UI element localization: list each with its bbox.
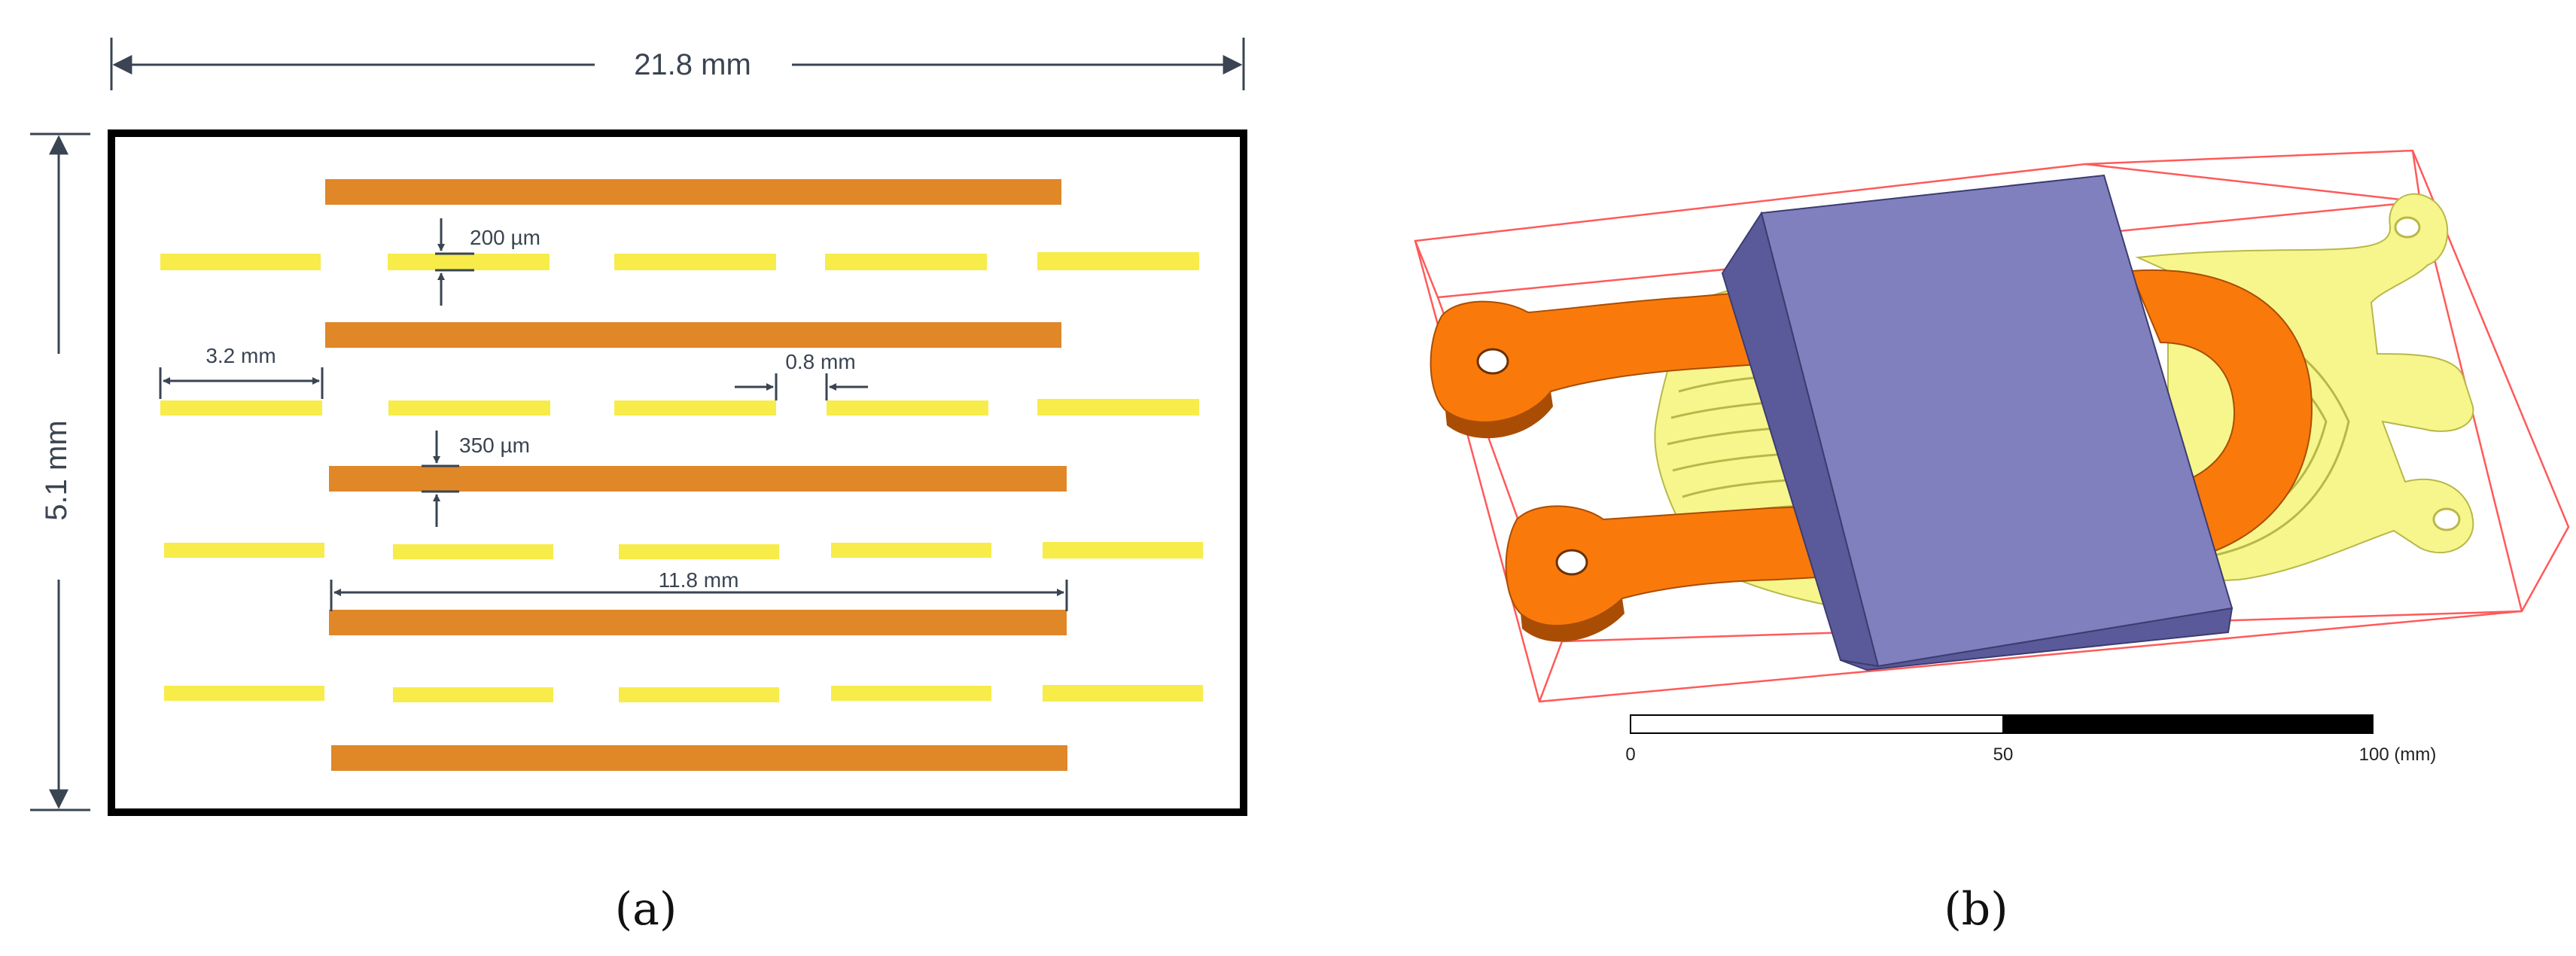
orange-strips — [325, 179, 1067, 771]
yellow-strip — [164, 686, 324, 701]
yellow-strip — [393, 544, 553, 559]
yellow-length-dimension — [159, 367, 324, 399]
yellow-strips — [160, 252, 1203, 702]
yellow-strip — [388, 254, 550, 270]
terminal-hole — [1476, 348, 1509, 375]
substrate-frame — [108, 129, 1247, 816]
yellow-strip — [160, 254, 321, 270]
yellow-strip — [827, 400, 988, 416]
yellow-strip — [164, 543, 324, 558]
yellow-strip — [614, 400, 776, 416]
terminal-hole — [2432, 507, 2461, 531]
yellow-strip — [1043, 542, 1203, 559]
gap-dimension — [735, 373, 868, 400]
yellow-strip — [160, 400, 322, 416]
orange-thickness-dimension — [422, 431, 459, 527]
yellow-strip — [619, 544, 779, 559]
orange-strip — [325, 179, 1061, 205]
orange-strip — [331, 745, 1067, 771]
total-width-label: 21.8 mm — [634, 48, 751, 81]
yellow-terminal-holes — [2394, 216, 2461, 531]
core-front-face — [1840, 607, 2233, 671]
yellow-strip — [1043, 685, 1203, 702]
total-width-dimension — [110, 38, 1245, 90]
yellow-strip — [388, 400, 550, 416]
yellow-strip — [393, 687, 553, 702]
orange-strip — [325, 322, 1061, 348]
panel-b: 0 50 100 (mm) (b) — [1414, 149, 2570, 936]
yellow-thickness-dimension — [435, 218, 474, 306]
orange-length-dimension — [330, 580, 1068, 611]
total-height-dimension — [30, 132, 90, 811]
terminal-hole — [1555, 549, 1588, 576]
scale-bar: 0 50 100 (mm) — [1625, 714, 2437, 765]
orange-thickness-label: 350 µm — [459, 434, 530, 457]
total-height-label: 5.1 mm — [40, 420, 73, 520]
scale-bar-white-segment — [1630, 714, 2004, 734]
yellow-strip — [619, 687, 779, 702]
gap-label: 0.8 mm — [785, 350, 855, 373]
yellow-length-label: 3.2 mm — [206, 344, 276, 367]
scale-bar-black-segment — [2002, 714, 2374, 734]
magnetic-core — [1721, 174, 2233, 671]
yellow-strip — [614, 254, 776, 270]
panel-a-caption: (a) — [615, 883, 677, 936]
scale-tick-50: 50 — [1993, 744, 2014, 765]
scale-tick-0: 0 — [1625, 744, 1635, 765]
scale-tick-100: 100 (mm) — [2359, 744, 2437, 765]
orange-terminal-holes — [1476, 348, 1588, 576]
yellow-thickness-label: 200 µm — [470, 226, 540, 249]
orange-length-label: 11.8 mm — [659, 568, 739, 592]
orange-strip — [329, 466, 1067, 492]
yellow-strip — [1037, 399, 1199, 416]
yellow-strip — [831, 543, 991, 558]
yellow-strip — [831, 686, 991, 701]
orange-strip — [329, 610, 1067, 635]
orange-winding-edges — [1445, 391, 1624, 642]
yellow-strip — [825, 254, 987, 270]
panel-a: 21.8 mm 5.1 mm — [30, 38, 1247, 936]
panel-b-caption: (b) — [1944, 883, 2008, 936]
terminal-hole — [2394, 216, 2421, 239]
yellow-strip — [1037, 252, 1199, 270]
